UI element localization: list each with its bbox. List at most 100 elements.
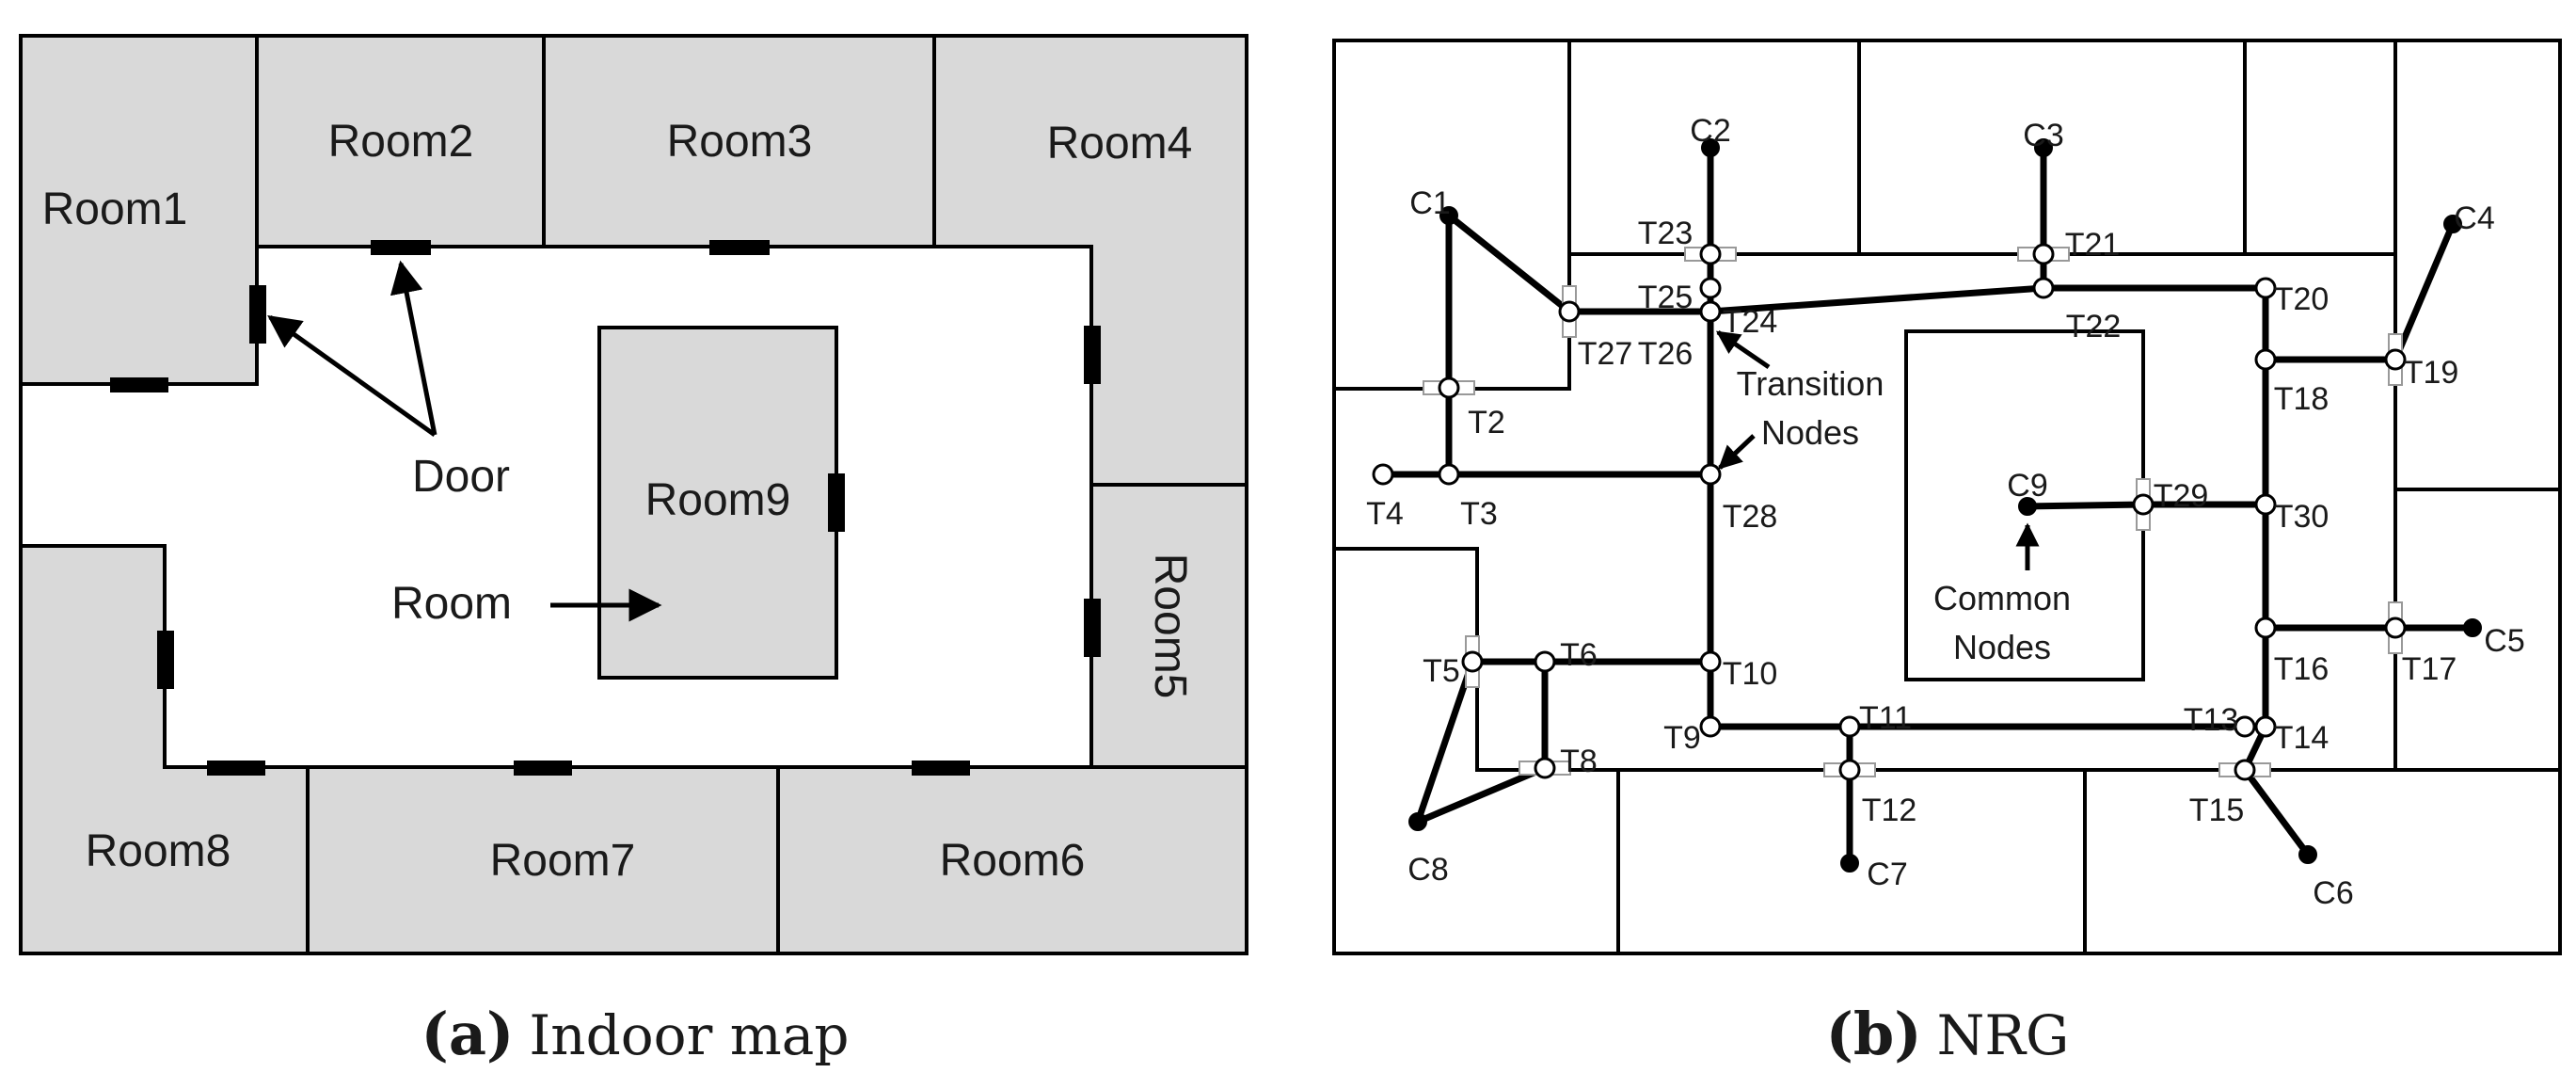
room7-label: Room7 [490, 836, 636, 886]
node-label-t19: T19 [2404, 355, 2459, 391]
transition-arrow-2 [1718, 434, 1756, 470]
transition-node-t22 [2032, 277, 2055, 299]
transition-node-t26 [1699, 300, 1722, 323]
transition-node-t17 [2384, 617, 2407, 639]
transition-node-t12 [1838, 759, 1861, 781]
room-annotation: Room [391, 579, 512, 629]
common-node-c3 [2034, 138, 2053, 157]
node-label-t30: T30 [2274, 499, 2330, 535]
door-room2 [371, 240, 431, 255]
node-label-c7: C7 [1867, 857, 1907, 892]
room2-label: Room2 [328, 117, 474, 167]
door-room1-right [249, 285, 266, 344]
node-label-t8: T8 [1560, 744, 1598, 779]
caption-b-tag: (b) [1826, 1000, 1922, 1068]
common-label-line1: Common [1933, 579, 2071, 617]
door-room6 [912, 761, 970, 776]
node-label-t3: T3 [1460, 496, 1498, 532]
node-label-t17: T17 [2402, 651, 2457, 687]
transition-node-t30 [2254, 493, 2277, 516]
door-room1-bottom [110, 377, 168, 392]
common-node-c6 [2298, 845, 2317, 864]
nrg-boundary [1332, 39, 2562, 955]
door-arrow-2 [390, 260, 437, 436]
room5-label: Room5 [1145, 553, 1195, 699]
edge-c1-t27 [1446, 213, 1572, 314]
node-label-t29: T29 [2154, 478, 2209, 514]
node-label-t26: T26 [1638, 336, 1693, 372]
node-label-c1: C1 [1409, 185, 1450, 221]
node-label-t23: T23 [1638, 216, 1693, 251]
transition-node-t21 [2032, 243, 2055, 265]
room8-area [19, 544, 310, 955]
node-label-t24: T24 [1723, 304, 1778, 340]
common-node-c7 [1840, 854, 1859, 873]
door-room4 [1084, 326, 1101, 384]
transition-node-t10 [1699, 650, 1722, 673]
node-label-t15: T15 [2189, 793, 2245, 828]
node-label-t14: T14 [2274, 720, 2330, 756]
common-node-c1 [1439, 206, 1458, 225]
captions: (a) Indoor map (b) NRG [421, 1000, 2070, 1068]
transition-arrow-1 [1715, 329, 1771, 370]
door-room3 [709, 240, 770, 255]
door-room8-side [157, 631, 174, 689]
node-label-c9: C9 [2007, 468, 2047, 504]
transition-node-t6 [1534, 650, 1556, 673]
node-label-c4: C4 [2454, 200, 2494, 236]
door-arrow-1 [267, 314, 437, 438]
edge-t15-c6 [2242, 767, 2311, 857]
door-room9 [828, 473, 845, 532]
transition-node-t19 [2384, 348, 2407, 371]
transition-node-t2 [1438, 376, 1460, 399]
common-node-c9 [2018, 497, 2037, 516]
door-room7 [514, 761, 572, 776]
transition-node-t4 [1372, 463, 1394, 486]
node-label-c3: C3 [2023, 118, 2063, 153]
transition-node-t3 [1438, 463, 1460, 486]
room6-area [776, 765, 1248, 955]
node-label-t21: T21 [2065, 227, 2121, 263]
transition-node-t5 [1461, 650, 1484, 673]
node-label-t10: T10 [1723, 656, 1778, 692]
common-node-c5 [2463, 618, 2482, 637]
caption-b: (b) NRG [1826, 1000, 2070, 1068]
transition-node-t14 [2254, 715, 2277, 738]
transition-node-t8 [1534, 757, 1556, 779]
node-label-c2: C2 [1690, 113, 1730, 149]
node-label-t6: T6 [1560, 637, 1598, 673]
edge-t5-c8 [1414, 660, 1476, 824]
node-label-t5: T5 [1423, 653, 1460, 689]
node-label-t22: T22 [2066, 309, 2122, 344]
room4-label: Room4 [1047, 119, 1193, 168]
node-label-t2: T2 [1468, 405, 1505, 440]
node-label-t13: T13 [2184, 702, 2239, 738]
room1-label: Room1 [42, 184, 188, 234]
indoor-map-panel: Room1 Room2 Room3 Room4 Room5 Room6 Room… [19, 34, 1248, 955]
node-label-t28: T28 [1723, 499, 1778, 535]
transition-label-line2: Nodes [1761, 413, 1859, 452]
transition-node-t16 [2254, 617, 2277, 639]
transition-node-t9 [1699, 715, 1722, 738]
edge-t22-t24 [1709, 284, 2044, 315]
edge-t19-c4 [2392, 222, 2457, 361]
transition-node-t13 [2234, 715, 2256, 738]
node-label-c5: C5 [2484, 623, 2524, 659]
room3-label: Room3 [667, 117, 813, 167]
transition-node-t28 [1699, 463, 1722, 486]
edge-c8-t8 [1416, 764, 1547, 825]
common-node-c8 [1408, 812, 1427, 831]
room3-area [542, 34, 936, 248]
edge-c9-t29 [2027, 501, 2144, 510]
transition-node-t11 [1838, 715, 1861, 738]
node-label-t4: T4 [1366, 496, 1404, 532]
nrg-nodes [1372, 138, 2482, 873]
common-node-c4 [2443, 215, 2462, 233]
room6-label: Room6 [940, 836, 1086, 886]
caption-a-tag: (a) [421, 1000, 515, 1068]
caption-b-text: NRG [1937, 1003, 2070, 1067]
node-label-t16: T16 [2274, 651, 2330, 687]
transition-node-t29 [2132, 493, 2155, 516]
